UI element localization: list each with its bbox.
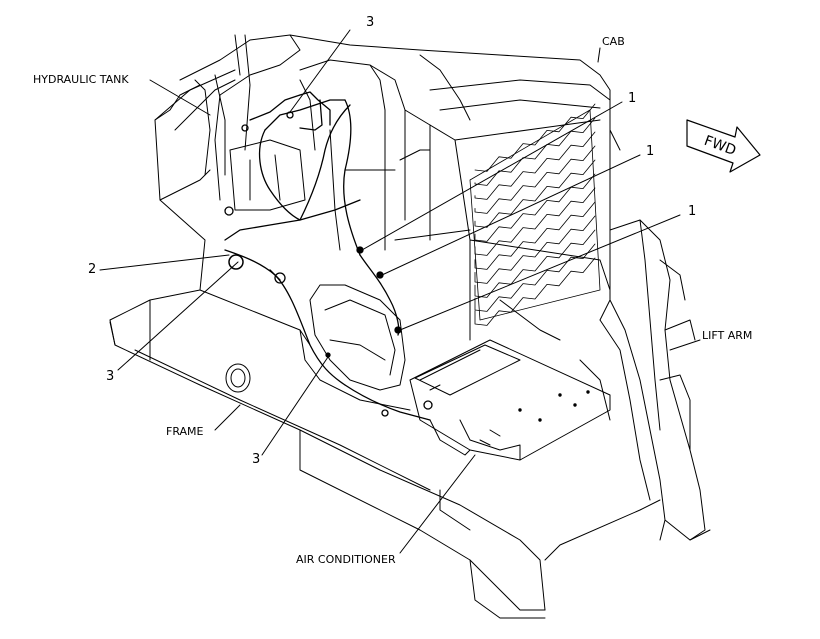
leader-1-b bbox=[381, 154, 641, 276]
label-hydraulic-tank: HYDRAULIC TANK bbox=[33, 73, 129, 86]
callout-1-b: 1 bbox=[646, 144, 655, 159]
mesh-screen bbox=[469, 103, 601, 326]
label-lift-arm: LIFT ARM bbox=[702, 329, 753, 342]
callout-3-bottom: 3 bbox=[252, 452, 261, 467]
leader-1-c bbox=[399, 214, 681, 331]
cab-structure bbox=[289, 34, 621, 341]
label-cab: CAB bbox=[602, 35, 625, 48]
lift-arm-shape bbox=[579, 219, 711, 541]
leader-lines bbox=[99, 29, 701, 554]
leader-cab bbox=[597, 47, 601, 63]
label-air-conditioner: AIR CONDITIONER bbox=[296, 553, 396, 566]
callout-3-left: 3 bbox=[106, 369, 115, 384]
callout-1-a: 1 bbox=[628, 91, 637, 106]
leader-hydraulic-tank bbox=[149, 79, 211, 116]
wiring-harness bbox=[224, 91, 433, 421]
label-frame: FRAME bbox=[166, 425, 204, 438]
leader-3-top bbox=[289, 29, 351, 113]
leader-lift-arm bbox=[669, 339, 701, 351]
leader-3-left bbox=[117, 261, 239, 371]
hydraulic-tank-shape bbox=[179, 34, 306, 211]
leader-frame bbox=[214, 404, 241, 431]
callout-3-top: 3 bbox=[366, 15, 375, 30]
leader-3-bottom bbox=[261, 356, 329, 456]
callout-2: 2 bbox=[88, 262, 97, 277]
leader-air-conditioner bbox=[399, 454, 476, 554]
callout-1-c: 1 bbox=[688, 204, 697, 219]
fwd-arrow-icon: FWD bbox=[686, 119, 761, 173]
air-conditioner-plate bbox=[409, 339, 611, 461]
leader-1-a bbox=[361, 101, 623, 251]
leader-2 bbox=[99, 254, 230, 271]
